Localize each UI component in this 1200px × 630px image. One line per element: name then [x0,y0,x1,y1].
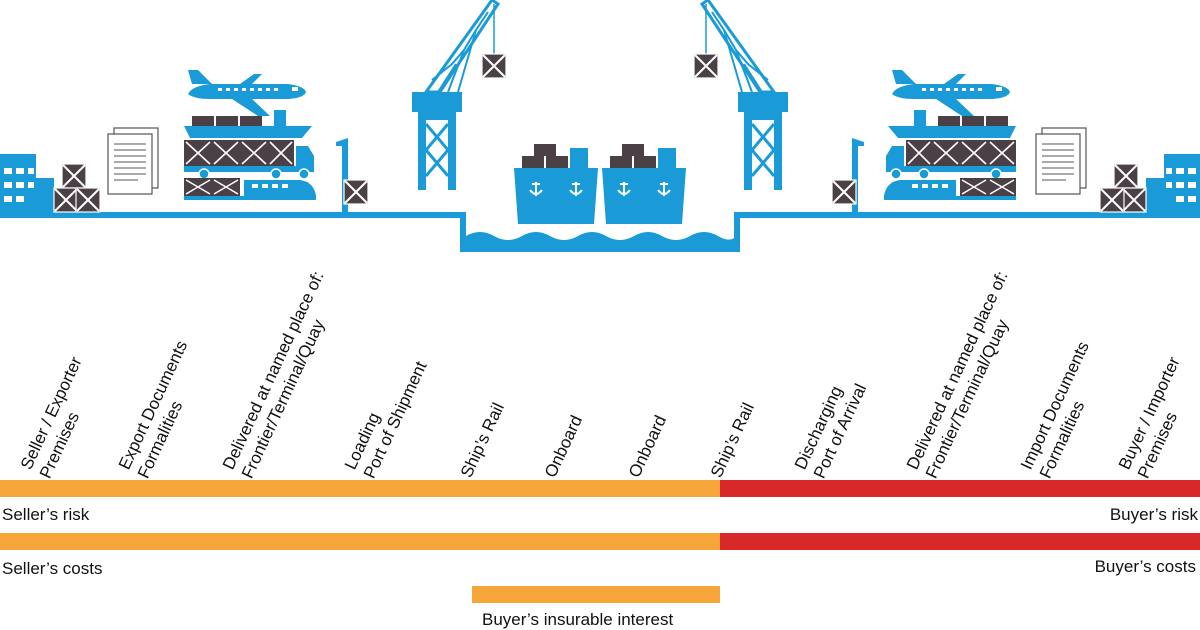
stage-label-ships-rail-import: Ship’s Rail [706,399,758,481]
buyer-risk-label: Buyer’s risk [1109,505,1198,524]
waves-icon [466,232,734,248]
stage-label-delivered-named-place-export: Delivered at named place of:Frontier/Ter… [218,268,329,482]
crane-icon [410,0,500,192]
seller-costs-bar [0,533,720,550]
train-icon [183,177,317,201]
buyer-risk-bar [720,480,1200,497]
building-icon [0,154,54,212]
crate-icon [61,163,87,189]
stage-label-onboard-export: Onboard [540,412,587,481]
seller-risk-label: Seller’s risk [2,505,90,524]
buyer-costs-label: Buyer’s costs [1094,557,1196,576]
ship-icon [513,143,599,225]
insurable-interest-label: Buyer’s insurable interest [482,610,674,629]
seller-risk-bar [0,480,720,497]
insurable-interest-bar [472,586,720,603]
seller-costs-label: Seller’s costs [2,559,103,578]
truck-icon [183,139,315,180]
cargo-ship-icon [184,110,312,138]
buyer-costs-bar [720,533,1200,550]
stage-label-onboard-import: Onboard [624,412,671,481]
stage-label-delivered-named-place-import: Delivered at named place of:Frontier/Ter… [902,268,1013,482]
airplane-icon [188,70,306,116]
quay-left [0,212,1200,252]
documents-icon [107,127,159,195]
port-illustration [0,0,1200,252]
stage-label-ships-rail-export: Ship’s Rail [456,399,508,481]
